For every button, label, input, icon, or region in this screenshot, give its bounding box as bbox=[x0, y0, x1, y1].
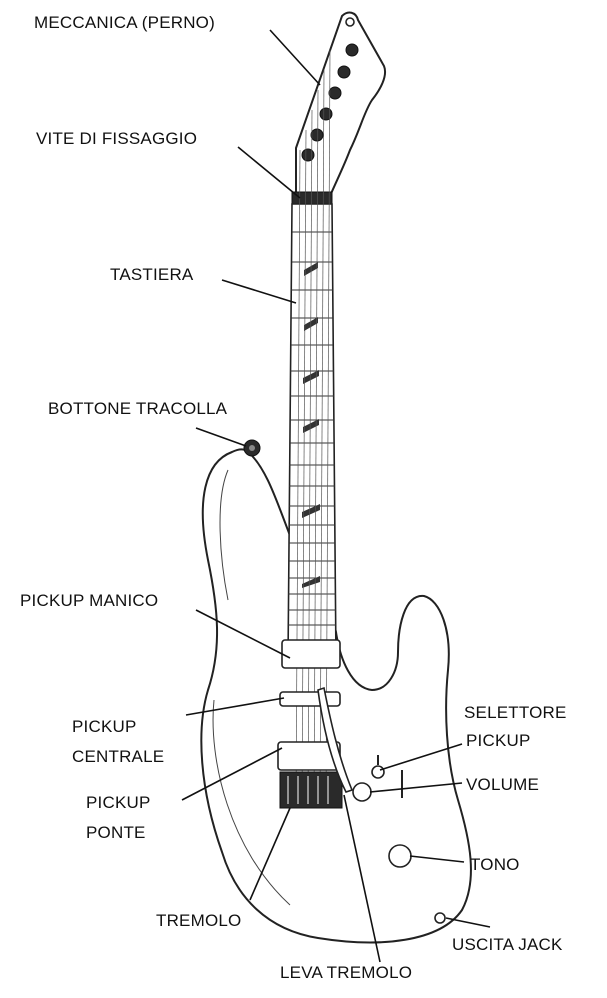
body-contour bbox=[219, 469, 229, 601]
middle-pickup bbox=[279, 691, 341, 707]
label-tastiera: TASTIERA bbox=[110, 265, 194, 284]
label-pickup-centrale-line2: CENTRALE bbox=[72, 747, 165, 766]
leader-lines bbox=[181, 29, 491, 963]
label-selettore-line2: PICKUP bbox=[466, 731, 531, 750]
label-uscita-jack: USCITA JACK bbox=[452, 935, 563, 954]
label-tono: TONO bbox=[470, 855, 520, 874]
label-pickup-ponte-line1: PICKUP bbox=[86, 793, 151, 812]
output-jack bbox=[434, 912, 446, 924]
label-selettore-line1: SELETTORE bbox=[464, 703, 567, 722]
label-pickup-manico: PICKUP MANICO bbox=[20, 591, 159, 610]
label-volume: VOLUME bbox=[466, 775, 539, 794]
strings bbox=[295, 49, 331, 801]
label-vite-di-fissaggio: VITE DI FISSAGGIO bbox=[36, 129, 198, 148]
label-meccanica: MECCANICA (PERNO) bbox=[34, 13, 215, 32]
tuners bbox=[301, 17, 359, 162]
tone-knob bbox=[388, 844, 412, 868]
tremolo-bridge bbox=[279, 771, 343, 809]
neck-pickup bbox=[281, 639, 341, 669]
label-pickup-ponte-line2: PONTE bbox=[86, 823, 146, 842]
tremolo-arm bbox=[317, 686, 354, 793]
headstock bbox=[295, 11, 386, 200]
nut bbox=[291, 191, 333, 205]
label-tremolo: TREMOLO bbox=[156, 911, 242, 930]
label-pickup-centrale-line1: PICKUP bbox=[72, 717, 137, 736]
volume-knob bbox=[352, 782, 372, 802]
label-bottone-tracolla: BOTTONE TRACOLLA bbox=[48, 399, 228, 418]
body-contour-lower bbox=[212, 699, 291, 906]
pickup-selector bbox=[371, 765, 385, 779]
label-leva-tremolo: LEVA TREMOLO bbox=[280, 963, 413, 982]
